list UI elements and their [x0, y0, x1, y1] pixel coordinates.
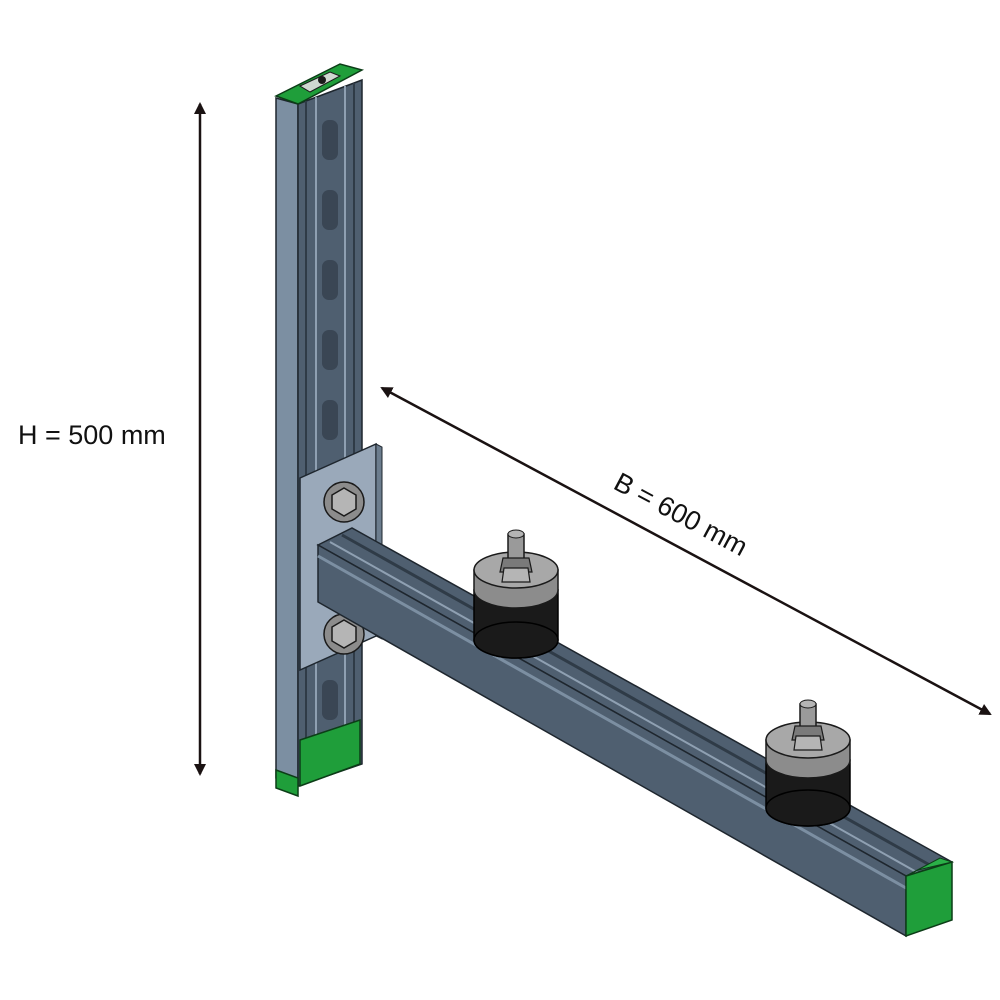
- vibration-isolator-2: [765, 699, 851, 827]
- vertical-post: [274, 63, 365, 798]
- post-front-face: [275, 97, 299, 788]
- post-slots: [322, 120, 338, 720]
- width-dimension-arrow: [380, 386, 992, 716]
- post-bottom-cap: [299, 718, 361, 788]
- bolt-upper: [323, 481, 365, 523]
- arm-end-cap: [905, 860, 953, 938]
- vibration-isolator-1: [473, 529, 559, 659]
- height-label: H = 500 mm: [18, 420, 166, 450]
- horizontal-arm: [316, 527, 954, 938]
- bolt-lower: [323, 613, 365, 655]
